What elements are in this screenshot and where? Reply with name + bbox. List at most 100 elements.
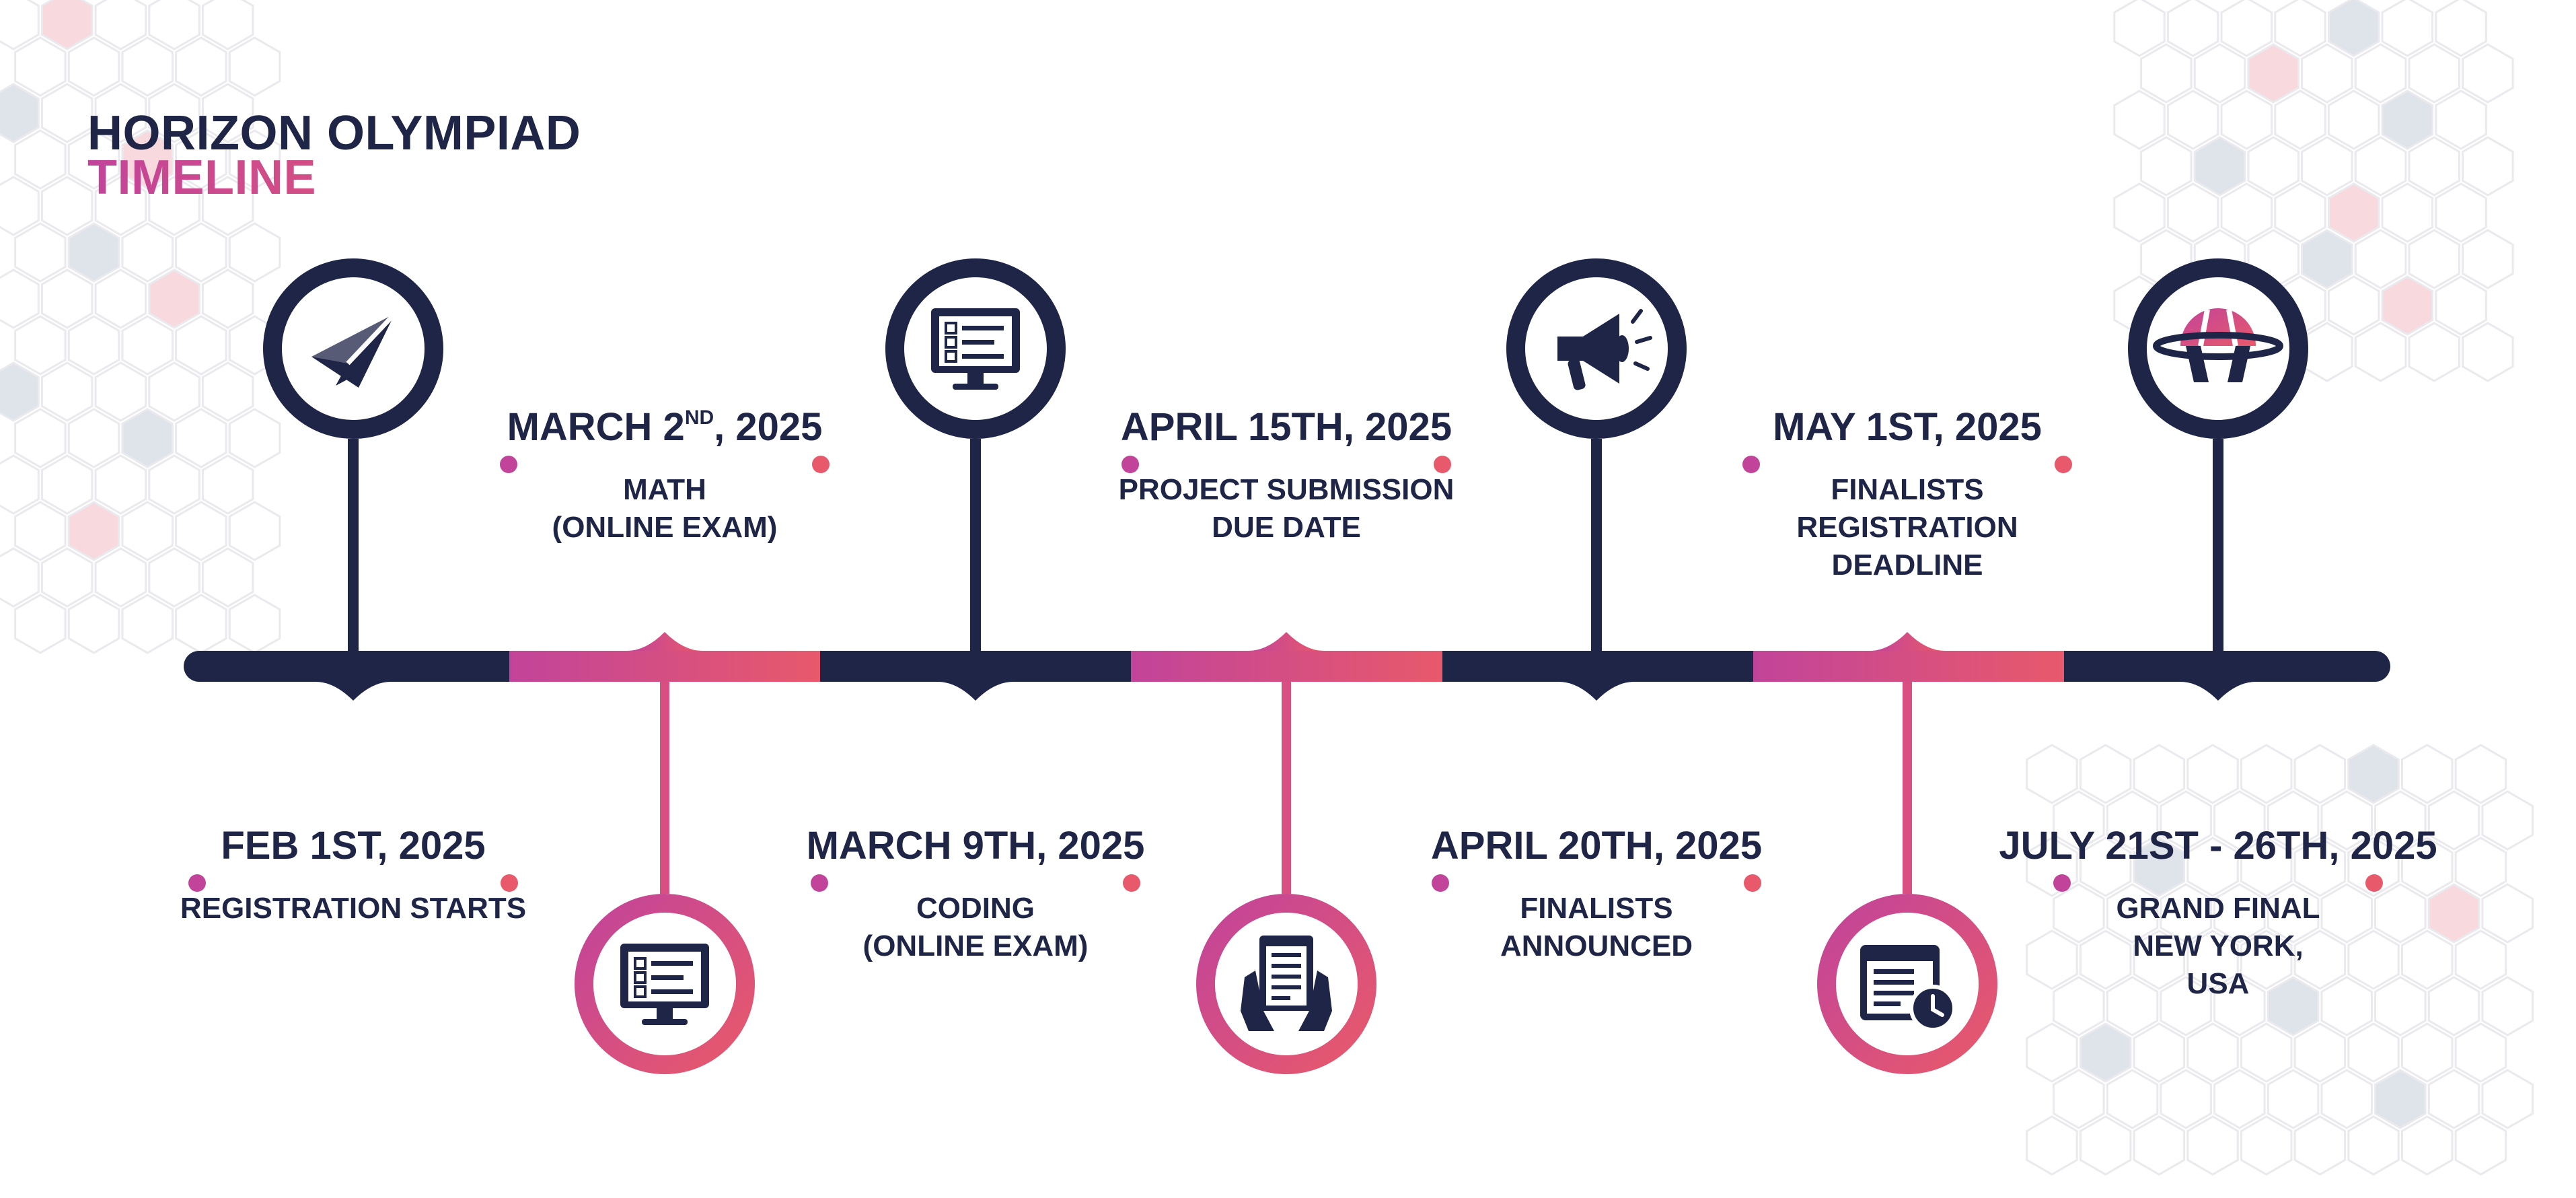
timeline-bar-segment (509, 651, 821, 682)
background-hexagon (2160, 976, 2212, 1036)
page-title: HORIZON OLYMPIAD TIMELINE (87, 106, 581, 202)
milestone-description: MATH (ONLINE EXAM) (552, 473, 778, 544)
globe-icon (2153, 308, 2283, 382)
hands-document-icon (1241, 936, 1332, 1031)
background-hexagon (2374, 790, 2427, 851)
background-hexagon (2166, 182, 2219, 243)
background-hexagon (94, 269, 147, 329)
timeline-bar-segment (199, 651, 510, 682)
background-hexagon (40, 269, 94, 329)
background-hexagon (2160, 1069, 2212, 1129)
underline-dot (501, 874, 518, 892)
timeline-notch (1249, 632, 1324, 651)
background-hexagon (67, 222, 120, 283)
title-line-1: HORIZON OLYMPIAD (87, 106, 581, 160)
underline-dot (500, 456, 517, 473)
background-hexagon (2381, 90, 2434, 150)
background-hexagon (2301, 136, 2353, 197)
background-hexagon (2293, 1115, 2347, 1176)
timeline-notch (1559, 682, 1634, 701)
background-hexagon (121, 36, 174, 97)
background-hexagon (2435, 275, 2487, 336)
background-hexagon (40, 547, 94, 608)
background-hexagon (2354, 136, 2407, 197)
background-hexagon (0, 454, 40, 515)
computer-checklist-icon (931, 308, 1020, 390)
background-hexagon (2347, 929, 2400, 990)
background-hexagon (14, 501, 67, 561)
timeline-notch (316, 682, 391, 701)
background-hexagon (2381, 275, 2434, 336)
background-hexagon (2053, 976, 2105, 1036)
background-hexagon (2481, 976, 2534, 1036)
background-hexagon (2213, 1069, 2266, 1129)
background-hexagon (202, 176, 254, 236)
background-hexagon (2481, 1069, 2534, 1129)
background-hexagon (14, 222, 67, 283)
background-hexagon (202, 83, 254, 143)
background-hexagon (40, 0, 94, 50)
background-hexagon (148, 361, 200, 422)
background-hexagon (2220, 0, 2273, 57)
background-hexagon (2267, 976, 2320, 1036)
background-hexagon (148, 454, 200, 515)
milestone-date: MAY 1ST, 2025 (1773, 405, 2042, 449)
underline-dot (1742, 456, 1760, 473)
background-hexagon (2140, 43, 2193, 104)
background-hexagon (175, 222, 227, 283)
background-hexagon (0, 0, 40, 50)
background-hexagon (2274, 0, 2326, 57)
background-hexagon (148, 0, 200, 50)
background-hexagon (2247, 136, 2299, 197)
background-hexagon (2053, 790, 2105, 851)
background-hexagon (2079, 744, 2132, 804)
milestone-date-main: MARCH 2 (507, 405, 685, 449)
background-hexagon (2133, 1022, 2186, 1083)
background-hexagon (2381, 182, 2434, 243)
background-hexagon (2053, 1069, 2105, 1129)
background-hexagon (2454, 837, 2507, 897)
milestone-description: REGISTRATION STARTS (180, 892, 527, 925)
background-hexagon (0, 269, 40, 329)
background-hexagon (175, 408, 227, 468)
background-hexagon (2401, 744, 2454, 804)
background-hexagon (2374, 1069, 2427, 1129)
timeline-connector (1282, 682, 1291, 894)
underline-dot (811, 874, 828, 892)
underline-dot (2055, 456, 2072, 473)
background-hexagon (2166, 90, 2219, 150)
background-hexagon (148, 83, 200, 143)
background-hexagon (2401, 929, 2454, 990)
background-hexagon (2133, 744, 2186, 804)
background-hexagon (14, 408, 67, 468)
background-hexagon (121, 501, 174, 561)
background-hexagon (2240, 744, 2293, 804)
background-hexagon (121, 129, 174, 190)
milestone-description: CODING (ONLINE EXAM) (862, 892, 1089, 962)
underline-dot (1744, 874, 1761, 892)
background-hexagon (2079, 1115, 2132, 1176)
background-hexagon (2354, 43, 2407, 104)
background-hexagon (2267, 1069, 2320, 1129)
background-hexagon (67, 501, 120, 561)
timeline-bar-segment (1131, 651, 1443, 682)
background-hexagon (121, 222, 174, 283)
background-hexagon (228, 222, 281, 283)
background-hexagon (2328, 90, 2380, 150)
background-hexagon (2240, 1022, 2293, 1083)
background-hexagon (121, 315, 174, 376)
background-hexagon (2401, 1022, 2454, 1083)
milestone-description: FINALISTS ANNOUNCED (1500, 892, 1693, 962)
background-hexagon (2274, 182, 2326, 243)
background-hexagon (148, 269, 200, 329)
background-hexagon (2454, 1115, 2507, 1176)
milestone-date: JULY 21ST - 26TH, 2025 (1999, 824, 2437, 868)
background-hexagon (2301, 43, 2353, 104)
background-hexagon (2293, 1022, 2347, 1083)
underline-dot (188, 874, 206, 892)
background-hexagon (228, 129, 281, 190)
background-hexagon (2213, 790, 2266, 851)
background-hexagon (2462, 229, 2514, 289)
background-hexagon (2347, 1022, 2400, 1083)
